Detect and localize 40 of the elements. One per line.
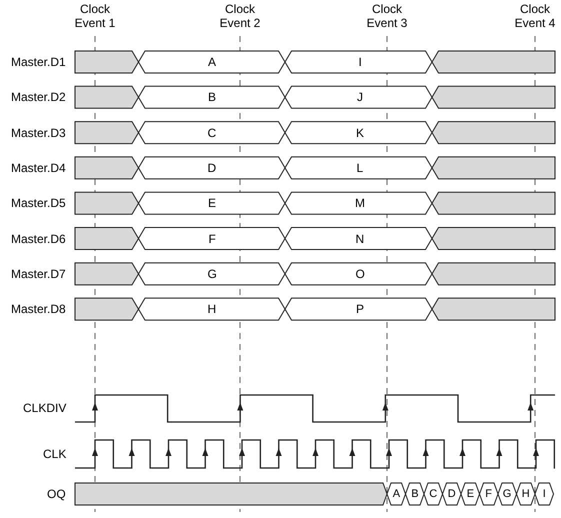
data-label: F [485, 487, 492, 501]
data-label: C [208, 126, 216, 140]
signal-name: CLKDIV [23, 401, 66, 415]
data-label: H [522, 487, 530, 501]
signal-name: Master.D4 [11, 160, 66, 175]
data-label: D [208, 160, 216, 175]
data-label: J [357, 90, 363, 104]
data-label: A [392, 487, 400, 501]
signal-name: OQ [47, 487, 66, 501]
data-label: E [466, 487, 474, 501]
data-label: G [208, 266, 217, 281]
data-label: B [411, 487, 419, 501]
clock-event-label: Clock Event 1 [74, 2, 116, 30]
data-label: N [356, 232, 364, 246]
data-label: I [542, 487, 546, 501]
signal-name: Master.D5 [11, 196, 66, 210]
signal-name: Master.D2 [11, 90, 66, 104]
signal-name: CLK [43, 447, 66, 461]
data-label: K [356, 126, 364, 140]
signal-name: Master.D1 [11, 55, 66, 69]
data-label: E [208, 196, 216, 210]
data-label: C [429, 487, 438, 501]
signal-name: Master.D3 [11, 126, 66, 140]
data-label: I [358, 55, 362, 69]
data-label: L [356, 160, 364, 175]
signal-name: Master.D6 [11, 232, 66, 246]
signal-name: Master.D7 [11, 266, 66, 281]
data-label: H [208, 302, 216, 316]
data-label: G [502, 487, 512, 501]
clock-event-label: Clock Event 4 [514, 2, 556, 30]
signal-name: Master.D8 [11, 302, 66, 316]
data-label: F [208, 232, 216, 246]
data-label: A [208, 55, 216, 69]
clock-event-label: Clock Event 2 [218, 2, 262, 30]
data-label: D [448, 487, 456, 501]
data-label: P [356, 302, 364, 316]
clock-event-label: Clock Event 3 [366, 2, 408, 30]
data-label: M [355, 196, 365, 210]
data-label: B [208, 90, 216, 104]
data-label: O [356, 266, 365, 281]
